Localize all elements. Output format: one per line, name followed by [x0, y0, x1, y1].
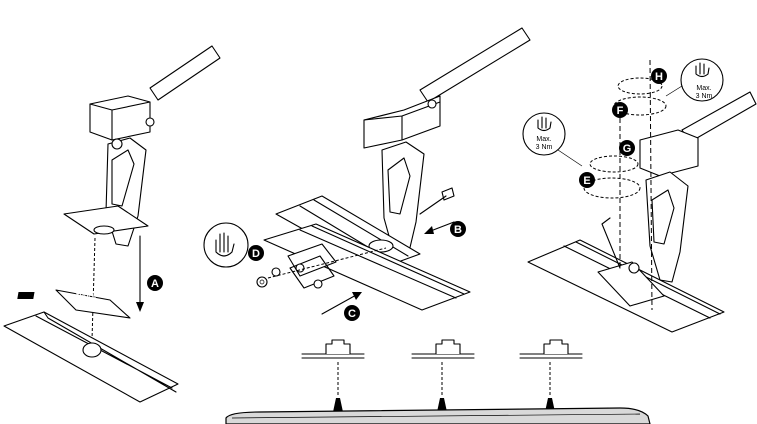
rail-fitting-symbol: [411, 339, 475, 412]
callout-f-label: F: [617, 105, 624, 117]
hand-icon: [215, 232, 235, 257]
bar-end-block: [639, 129, 699, 177]
roof-bar: [419, 27, 531, 103]
torque-note-left-line2: 3 Nm: [536, 144, 553, 151]
callout-d: [248, 245, 264, 261]
callout-b-label: B: [454, 224, 462, 236]
logo-text: THULE: [76, 294, 96, 300]
clamp-piece: [55, 289, 131, 319]
torque-note-left-line1: Max.: [536, 136, 551, 143]
panel-step-3: E F G H Max. 3 Nm Max. 3 Nm: [522, 58, 757, 333]
callout-g: [619, 140, 635, 156]
torque-note-right-line2: 3 Nm: [696, 93, 713, 100]
callout-c-label: C: [348, 308, 356, 320]
torque-bubble-right: [680, 58, 724, 102]
torque-bubble-left: [522, 112, 566, 156]
screw: [441, 187, 455, 201]
thule-logo: [17, 292, 35, 299]
callout-a: [147, 275, 163, 291]
callout-b: [450, 221, 466, 237]
nut: [256, 276, 268, 288]
bar-end-block: [89, 95, 151, 141]
hand-icon: [537, 116, 552, 132]
panel-step-1: THULE A: [3, 45, 221, 403]
callout-h-label: H: [655, 71, 663, 83]
callout-e-label: E: [583, 175, 590, 187]
callout-e: [579, 172, 595, 188]
base-plate: [63, 205, 149, 235]
foot-bracket: [645, 171, 689, 283]
foot-bracket: [381, 141, 425, 257]
hand-icon-bubble: [203, 222, 249, 268]
rail-positions: [225, 339, 651, 424]
callout-h: [651, 68, 667, 84]
hand-icon: [695, 62, 710, 78]
callout-d-label: D: [252, 248, 260, 260]
base-plate: [597, 261, 665, 307]
callout-g-label: G: [623, 143, 632, 155]
callout-c: [344, 305, 360, 321]
torque-note-right-line1: Max.: [696, 85, 711, 92]
panel-step-2: B D C: [203, 27, 531, 321]
rail-fitting-symbol: [519, 339, 583, 412]
rail-fitting-symbol: [301, 339, 365, 412]
callout-a-label: A: [151, 278, 159, 290]
roof-bar: [149, 45, 221, 101]
callout-f: [612, 102, 628, 118]
roof-rail: [263, 223, 471, 311]
